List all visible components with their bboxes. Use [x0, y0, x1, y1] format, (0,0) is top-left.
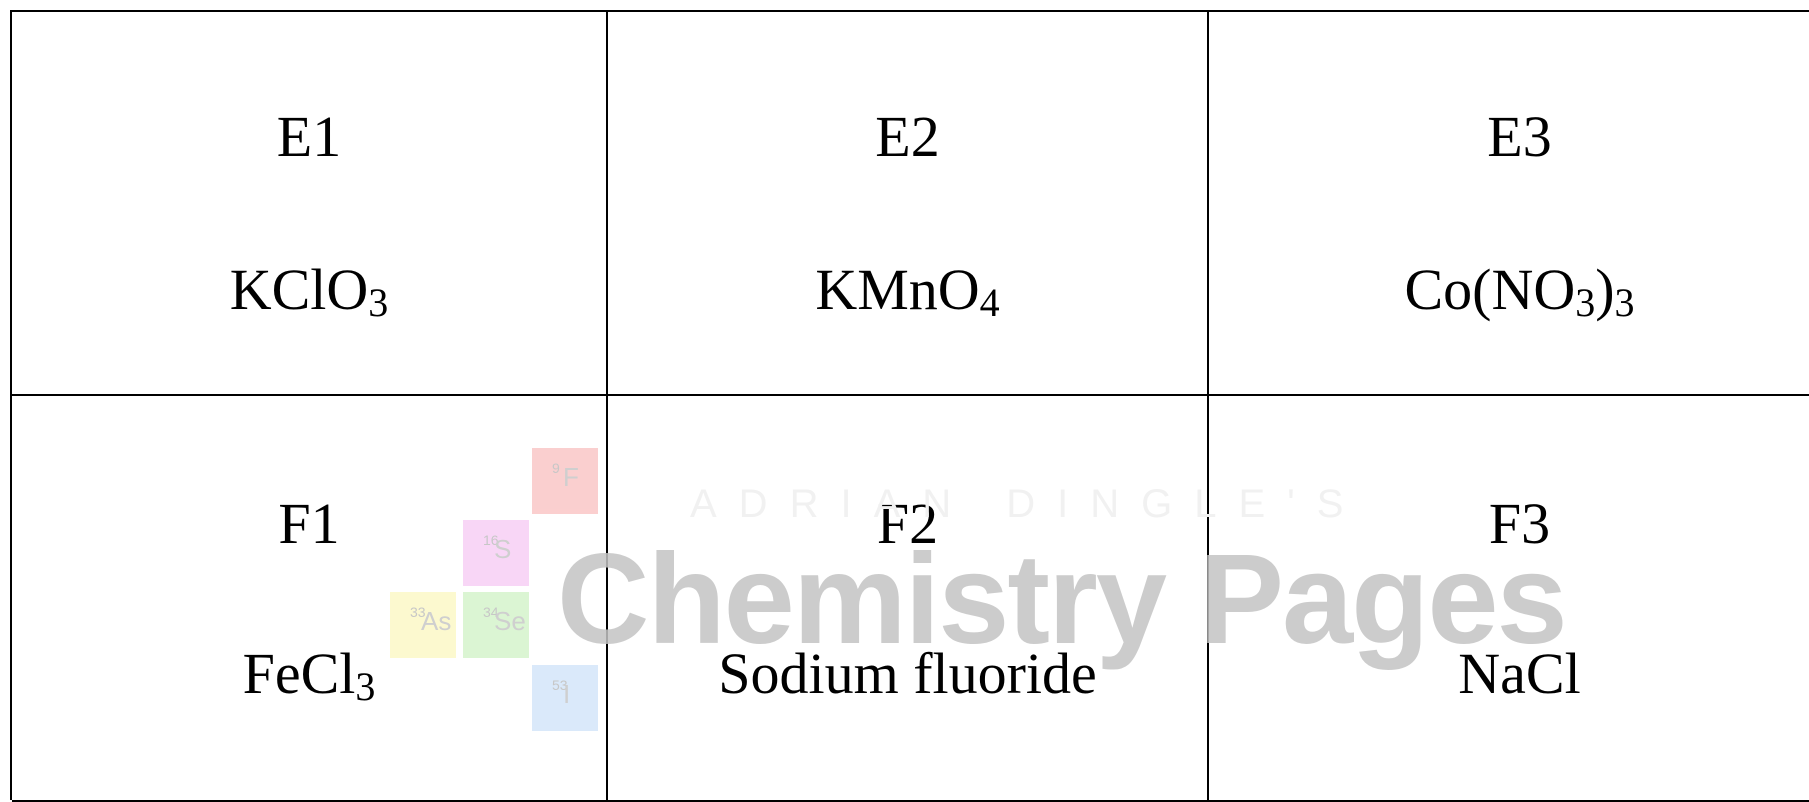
compound-grid: E1 KClO3 E2 KMnO4 E3 Co(NO3)3 F1 FeCl3 F… [10, 10, 1809, 802]
formula-part: FeCl [242, 641, 356, 706]
compound-formula: NaCl [1209, 645, 1809, 703]
formula-part: ) [1595, 257, 1615, 322]
compound-name: Sodium fluoride [608, 645, 1207, 703]
cell-f1: F1 FeCl3 [12, 396, 608, 802]
cell-f2: F2 Sodium fluoride [608, 396, 1209, 802]
cell-label: F1 [278, 491, 340, 556]
formula-part: KClO [229, 257, 369, 322]
cell-e3: E3 Co(NO3)3 [1209, 12, 1809, 396]
cell-label: F2 [876, 491, 939, 556]
formula-subscript: 3 [1614, 280, 1635, 326]
cell-f3: F3 NaCl [1209, 396, 1809, 802]
formula-part: Sodium fluoride [718, 641, 1097, 706]
cell-label: E3 [1487, 104, 1552, 169]
compound-formula: Co(NO3)3 [1209, 261, 1809, 323]
cell-label: E2 [875, 104, 940, 169]
cell-e2: E2 KMnO4 [608, 12, 1209, 396]
formula-subscript: 4 [979, 280, 1000, 326]
formula-part: NaCl [1458, 641, 1581, 706]
compound-formula: FeCl3 [12, 645, 606, 707]
formula-part: KMnO [815, 257, 980, 322]
cell-label: E1 [276, 104, 342, 169]
formula-subscript: 3 [1575, 280, 1596, 326]
cell-e1: E1 KClO3 [12, 12, 608, 396]
cell-label: F3 [1488, 491, 1551, 556]
compound-formula: KMnO4 [608, 261, 1207, 323]
formula-subscript: 3 [355, 664, 376, 710]
formula-part: Co(NO [1404, 257, 1576, 322]
compound-formula: KClO3 [12, 261, 606, 323]
formula-subscript: 3 [368, 280, 389, 326]
